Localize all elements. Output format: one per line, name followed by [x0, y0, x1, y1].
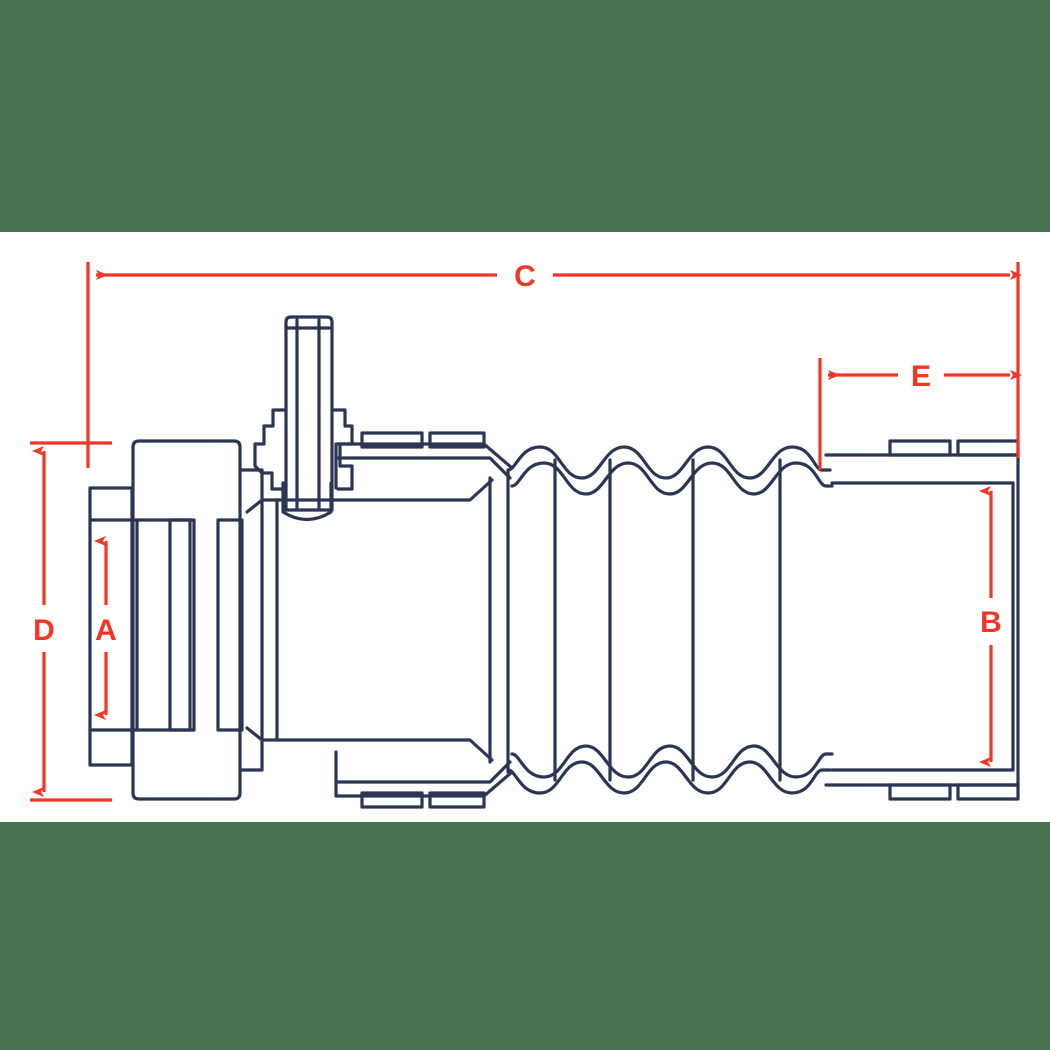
- bottom-tab-2: [428, 791, 486, 809]
- stem-collar: [253, 408, 288, 491]
- main-body-bottom-edge: [334, 770, 514, 798]
- dim-label-E: E: [911, 360, 931, 393]
- bellows-bottom-outer: [506, 760, 832, 795]
- top-tab-1: [360, 431, 424, 449]
- part-outlines: [88, 315, 1020, 809]
- main-body-top: [334, 456, 512, 490]
- main-body-inner-bottom: [260, 738, 494, 762]
- dim-label-D: D: [33, 614, 55, 647]
- right-bottom-tab-2: [956, 783, 1020, 801]
- coupling-shoulder-top: [239, 468, 264, 514]
- bellows-bottom-inner: [510, 744, 834, 779]
- left-flange-block: [131, 439, 242, 801]
- dimension-annotations: [30, 262, 1022, 802]
- thread-ring-a: [168, 518, 196, 732]
- right-bottom-tab-1: [888, 783, 952, 801]
- bottom-green-band: [0, 822, 1050, 1050]
- bellows-top-inner: [510, 461, 834, 496]
- stem-seat: [281, 481, 333, 522]
- top-green-band: [0, 0, 1050, 232]
- right-top-tab-2: [956, 439, 1020, 457]
- thread-ring-b: [216, 518, 244, 732]
- right-top-tab-1: [888, 439, 952, 457]
- dim-label-C: C: [514, 260, 536, 293]
- main-body-bottom: [334, 750, 512, 784]
- main-body-top-edge: [334, 442, 514, 470]
- bellows-top-outer: [506, 445, 832, 480]
- top-tab-2: [428, 431, 486, 449]
- main-body-inner-top: [260, 478, 494, 502]
- valve-stem-outer: [284, 315, 334, 512]
- bottom-tab-1: [360, 791, 424, 809]
- coupling-shoulder-bottom: [239, 726, 264, 772]
- dimension-labels: C E D A B: [33, 260, 1002, 647]
- dim-label-B: B: [980, 606, 1002, 639]
- dim-label-A: A: [95, 614, 117, 647]
